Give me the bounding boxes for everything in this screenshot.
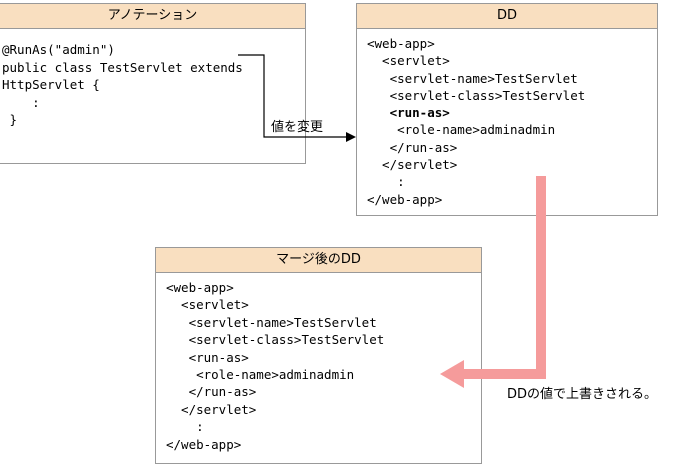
code-line: <role-name>adminadmin: [166, 367, 355, 383]
code-line: </web-app>: [367, 191, 443, 207]
code-line-run-as: <run-as>: [367, 105, 450, 121]
code-line: <servlet-class>TestServlet: [367, 87, 586, 103]
code-line: <servlet-name>TestServlet: [166, 314, 377, 330]
code-line: </servlet>: [367, 157, 458, 173]
code-line: :: [2, 94, 40, 110]
annotation-box-title: アノテーション: [0, 4, 305, 29]
annotation-code: @RunAs("admin") public class TestServlet …: [0, 29, 305, 129]
code-line: <servlet-class>TestServlet: [166, 332, 385, 348]
code-line: <role-name>adminadmin: [367, 122, 556, 138]
code-line: <web-app>: [166, 280, 234, 295]
merged-dd-code: <web-app> <servlet> <servlet-name>TestSe…: [156, 273, 481, 459]
dd-box-title: DD: [357, 4, 657, 29]
code-line: </web-app>: [166, 436, 242, 452]
code-line: <run-as>: [166, 349, 249, 365]
code-line: HttpServlet {: [2, 77, 100, 92]
code-line: @RunAs("admin"): [2, 42, 115, 57]
code-line: <servlet>: [367, 53, 450, 69]
code-line: </servlet>: [166, 401, 257, 417]
change-value-label: 値を変更: [271, 120, 324, 135]
annotation-box: アノテーション @RunAs("admin") public class Test…: [0, 3, 306, 164]
code-line: </run-as>: [166, 384, 257, 400]
dd-code: <web-app> <servlet> <servlet-name>TestSe…: [357, 29, 657, 214]
code-line: }: [2, 112, 18, 127]
merged-dd-box-title: マージ後のDD: [156, 248, 481, 273]
code-line: public class TestServlet extends: [2, 59, 243, 75]
dd-box: DD <web-app> <servlet> <servlet-name>Tes…: [356, 3, 658, 216]
code-line: <web-app>: [367, 36, 435, 51]
code-line: </run-as>: [367, 139, 458, 155]
overwrite-arrow: [440, 176, 546, 388]
overwrite-label: DDの値で上書きされる。: [507, 387, 658, 402]
merged-dd-box: マージ後のDD <web-app> <servlet> <servlet-nam…: [155, 247, 482, 464]
code-line: <servlet>: [166, 297, 249, 313]
code-line: :: [166, 419, 204, 435]
change-arrow: [238, 54, 356, 142]
code-line: :: [367, 174, 405, 190]
code-line: <servlet-name>TestServlet: [367, 70, 578, 86]
